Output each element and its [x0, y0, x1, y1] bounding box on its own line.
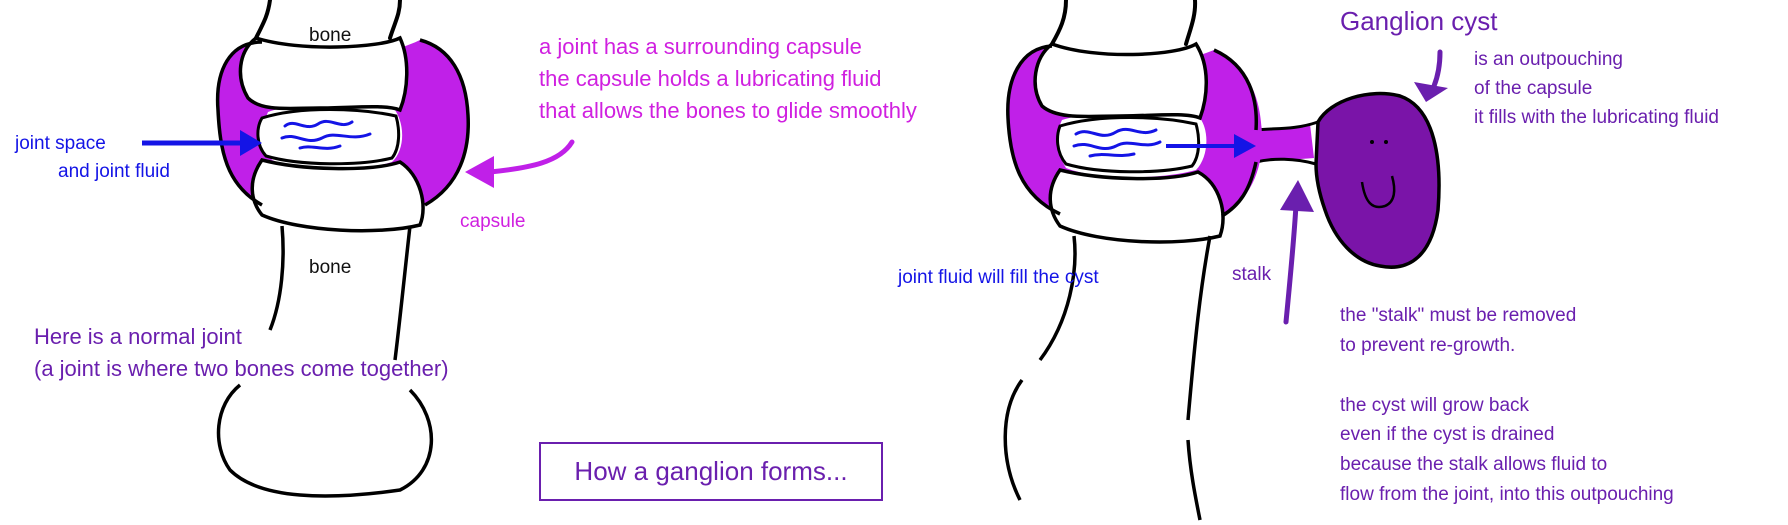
joint-space-right — [1056, 116, 1201, 174]
capsule-arrowhead — [465, 156, 494, 188]
stalk-label: stalk — [1232, 264, 1272, 285]
capsule-outline-right — [1006, 44, 1259, 218]
upper-bone-outline-right — [1050, 0, 1198, 46]
normal-joint-line1: Here is a normal joint — [34, 324, 242, 349]
cyst-smile — [1360, 175, 1396, 209]
stalk-note-line1: the "stalk" must be removed — [1340, 305, 1577, 326]
capsule-desc-line2: the capsule holds a lubricating fluid — [539, 66, 882, 91]
joint-fluid-squiggles-right — [1072, 127, 1162, 158]
cyst-body — [1314, 91, 1441, 269]
regrow-note-line1: the cyst will grow back — [1340, 395, 1530, 416]
stalk-arrowhead — [1280, 180, 1314, 212]
lower-bone-shaft-right — [1038, 235, 1212, 421]
lower-bone-head — [250, 157, 425, 233]
lower-bone-head-right — [1048, 168, 1225, 244]
normal-joint-line2: (a joint is where two bones come togethe… — [34, 356, 449, 381]
joint-fluid-fill-label: joint fluid will fill the cyst — [898, 267, 1099, 288]
upper-bone-outline — [254, 0, 402, 40]
capsule-label: capsule — [460, 211, 526, 232]
cyst-arrow — [1431, 49, 1443, 89]
diagram-title: How a ganglion forms... — [574, 456, 848, 486]
capsule-arrow — [487, 139, 575, 175]
bone-top-label: bone — [309, 25, 352, 46]
regrow-note-line3: because the stalk allows fluid to — [1340, 454, 1608, 475]
lower-bone-base — [216, 383, 433, 498]
capsule-desc-line3: that allows the bones to glide smoothly — [539, 98, 917, 123]
capsule-desc-line1: a joint has a surrounding capsule — [539, 34, 862, 59]
title-box: How a ganglion forms... — [539, 442, 883, 501]
upper-bone-head — [238, 35, 409, 113]
joint-space-label-line2: and joint fluid — [58, 161, 170, 182]
regrow-note-line2: even if the cyst is drained — [1340, 424, 1555, 445]
stalk-note-line2: to prevent re-growth. — [1340, 335, 1516, 356]
ganglion-cyst-heading: Ganglion cyst — [1340, 6, 1498, 36]
cyst-desc-line3: it fills with the lubricating fluid — [1474, 107, 1719, 128]
upper-bone-head-right — [1033, 41, 1208, 121]
cyst-eye-right — [1384, 140, 1388, 144]
cyst-desc-line1: is an outpouching — [1474, 49, 1623, 70]
cyst-eye-left — [1370, 140, 1374, 144]
capsule-outline — [215, 38, 470, 207]
stalk-shape — [1250, 124, 1314, 162]
stalk-arrow — [1283, 202, 1299, 325]
normal-joint-drawing — [142, 0, 575, 498]
cyst-desc-line2: of the capsule — [1474, 78, 1593, 99]
ganglion-joint-drawing — [1003, 0, 1448, 521]
joint-space-arrowhead — [240, 130, 262, 156]
regrow-note-line4: flow from the joint, into this outpouchi… — [1340, 484, 1674, 505]
cyst-arrowhead — [1414, 82, 1448, 102]
lower-bone-shaft — [268, 225, 412, 361]
bone-bottom-label: bone — [309, 257, 352, 278]
joint-space-label-line1: joint space — [15, 133, 106, 154]
joint-fluid-squiggles — [280, 119, 372, 150]
lower-bone-base-right — [1003, 378, 1202, 521]
fluid-arrowhead — [1234, 134, 1256, 158]
